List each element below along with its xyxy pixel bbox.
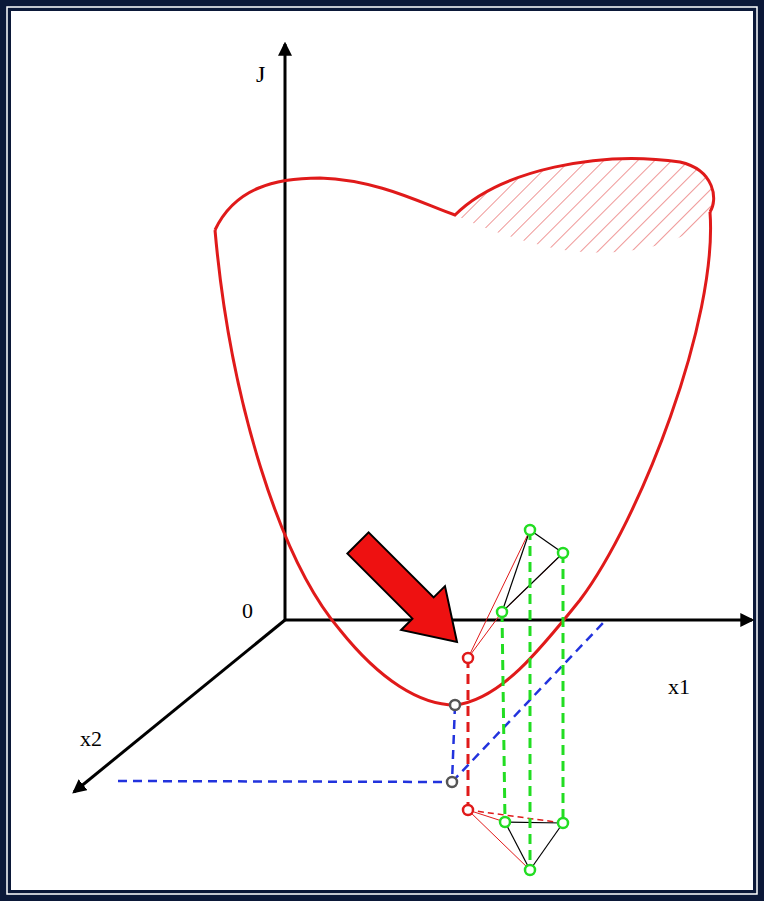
axis-label: x1 <box>668 676 690 698</box>
green-point <box>558 818 568 828</box>
pointer-arrow <box>336 521 479 664</box>
green-point <box>500 817 510 827</box>
simplex-edge <box>505 822 530 870</box>
green-projection <box>562 553 565 823</box>
x1-guide <box>452 622 604 782</box>
white-panel <box>11 11 753 890</box>
bowl-rim <box>215 159 714 230</box>
simplex-edge <box>502 553 563 612</box>
green-point <box>497 607 507 617</box>
green-point <box>525 865 535 875</box>
red-projection <box>467 658 470 810</box>
green-point <box>558 548 568 558</box>
red-point <box>463 805 473 815</box>
simplex-edge <box>468 810 530 870</box>
min-projection-point <box>447 777 457 787</box>
x1-axis <box>285 619 752 622</box>
simplex-edge <box>502 553 563 612</box>
origin-label: 0 <box>242 600 253 622</box>
green-projection <box>529 530 532 870</box>
simplex-edge <box>530 823 563 870</box>
green-projection <box>502 612 505 822</box>
simplex-edge <box>505 822 563 823</box>
simplex-black-lines <box>502 530 563 870</box>
min-point <box>450 700 460 710</box>
min-projection <box>452 705 455 782</box>
axis-label: J <box>256 62 265 86</box>
x2-guide <box>118 781 452 782</box>
x2-axis <box>74 620 285 792</box>
simplex-red-lines <box>468 530 563 870</box>
green-projections <box>502 530 563 870</box>
simplex-edge <box>468 612 502 658</box>
bowl-interior-hatch <box>455 159 714 253</box>
axis-label: x2 <box>80 728 102 750</box>
simplex-edge <box>468 810 563 823</box>
frame-line <box>7 7 757 894</box>
green-point <box>525 525 535 535</box>
bowl-right-side <box>455 212 711 705</box>
points <box>447 525 568 875</box>
simplex-edge <box>502 530 530 612</box>
red-point <box>463 653 473 663</box>
